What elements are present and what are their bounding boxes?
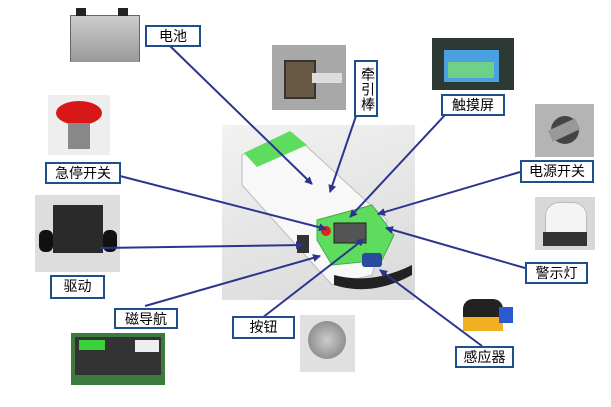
power-switch-image	[535, 104, 594, 157]
emergency-stop-label: 急停开关	[45, 162, 121, 184]
drive-label: 驱动	[50, 275, 105, 299]
drive-image	[35, 195, 120, 272]
touch-screen-arrow	[349, 114, 446, 218]
warning-light-arrow	[385, 226, 526, 269]
drive-arrow	[99, 241, 304, 250]
button-label: 按钮	[232, 316, 295, 339]
power-switch-label: 电源开关	[520, 160, 594, 183]
battery-arrow	[169, 45, 313, 185]
sensor-image	[455, 295, 515, 345]
sensor-label: 感应器	[455, 346, 514, 368]
touch-screen-image	[432, 38, 514, 90]
magnetic-navigation-image	[71, 333, 165, 385]
emergency-stop-arrow	[119, 175, 327, 232]
button-arrow	[261, 238, 365, 319]
battery-image	[68, 5, 140, 62]
battery-label: 电池	[145, 25, 201, 47]
sensor-arrow	[379, 269, 483, 347]
tow-bar-label: 牵引棒	[354, 60, 378, 117]
tow-bar-arrow	[328, 115, 357, 193]
magnetic-navigation-arrow	[144, 254, 321, 307]
touch-screen-label: 触摸屏	[441, 94, 505, 116]
magnetic-navigation-label: 磁导航	[114, 308, 178, 329]
warning-light-label: 警示灯	[525, 262, 588, 284]
button-image	[300, 315, 355, 372]
warning-light-image	[535, 197, 595, 250]
power-switch-arrow	[377, 171, 521, 216]
emergency-stop-image	[48, 95, 110, 155]
tow-bar-image	[272, 45, 346, 110]
